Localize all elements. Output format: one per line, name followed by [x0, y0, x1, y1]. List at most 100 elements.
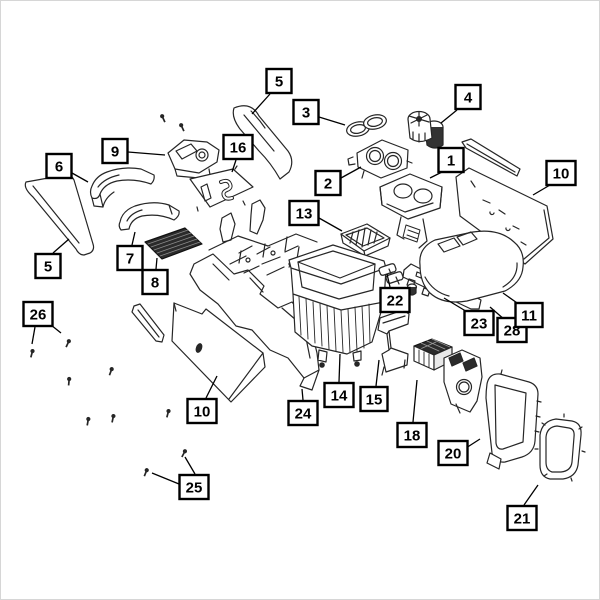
leader-line: [155, 257, 158, 270]
callout-18[interactable]: 18: [396, 421, 428, 449]
part-drawing-cupholder-assembly: [379, 173, 443, 249]
callout-box[interactable]: [287, 399, 319, 427]
callout-2[interactable]: 2: [314, 169, 342, 197]
callout-25[interactable]: 25: [178, 473, 210, 501]
part-drawing-side-panel-left: [171, 302, 266, 403]
part-drawing-coin-rings: [346, 114, 387, 137]
screw-fastener: [179, 123, 185, 132]
callout-number: 22: [387, 292, 404, 309]
leader-line: [375, 359, 380, 387]
screw-fastener: [65, 339, 71, 348]
callout-number: 10: [194, 403, 211, 420]
leader-line: [318, 116, 346, 126]
part-drawing-cup-inserts: [407, 110, 444, 149]
callout-number: 24: [295, 405, 312, 422]
callout-5[interactable]: 5: [265, 67, 293, 95]
part-drawing-side-panel-right: [455, 167, 554, 265]
screw-fastener: [67, 376, 72, 386]
callout-number: 8: [151, 274, 159, 291]
part-drawing-console-carrier: [208, 199, 387, 368]
part-drawing-bin-bezel: [89, 167, 155, 208]
leader-line: [127, 151, 166, 156]
callout-number: 6: [55, 158, 63, 175]
callout-1[interactable]: 1: [437, 146, 465, 174]
callout-box[interactable]: [437, 439, 469, 467]
callout-number: 2: [324, 175, 332, 192]
part-drawing-vent-panel: [443, 349, 483, 414]
callout-box[interactable]: [359, 385, 389, 413]
callout-22[interactable]: 22: [379, 286, 411, 314]
leader-line: [205, 375, 218, 399]
callout-number: 5: [44, 258, 52, 275]
screw-fastener: [111, 413, 116, 423]
callout-box[interactable]: [222, 133, 254, 161]
callout-5[interactable]: 5: [34, 252, 62, 280]
callout-11[interactable]: 11: [514, 301, 544, 329]
callout-number: 16: [230, 139, 247, 156]
callout-number: 13: [296, 205, 313, 222]
callout-16[interactable]: 16: [222, 133, 254, 161]
callout-23[interactable]: 23: [463, 309, 495, 337]
callout-box[interactable]: [379, 286, 411, 314]
callout-box[interactable]: [22, 300, 54, 328]
callout-13[interactable]: 13: [288, 199, 320, 227]
callout-box[interactable]: [396, 421, 428, 449]
leader-line: [532, 184, 551, 196]
callout-box[interactable]: [514, 301, 544, 329]
leader-line: [318, 217, 343, 232]
callout-box[interactable]: [101, 137, 129, 165]
callout-box[interactable]: [314, 169, 342, 197]
callout-box[interactable]: [496, 316, 528, 344]
part-drawing-support-bracket: [377, 309, 410, 376]
part-drawing-cupholder-insert: [347, 139, 413, 179]
callout-15[interactable]: 15: [359, 385, 389, 413]
leader-line: [301, 388, 304, 401]
callout-24[interactable]: 24: [287, 399, 319, 427]
callout-box[interactable]: [323, 381, 355, 409]
callout-box[interactable]: [545, 159, 577, 187]
callout-8[interactable]: 8: [141, 268, 169, 296]
callout-number: 11: [521, 307, 537, 324]
callout-3[interactable]: 3: [292, 98, 320, 126]
part-drawing-armrest-lid: [419, 230, 524, 303]
leader-line: [338, 353, 341, 383]
callout-box[interactable]: [178, 473, 210, 501]
leader-line: [131, 231, 136, 246]
callout-box[interactable]: [437, 146, 465, 174]
callout-21[interactable]: 21: [506, 504, 538, 532]
callout-10[interactable]: 10: [186, 397, 218, 425]
callout-box[interactable]: [186, 397, 218, 425]
callout-10[interactable]: 10: [545, 159, 577, 187]
callout-number: 3: [302, 104, 310, 121]
callout-6[interactable]: 6: [45, 152, 73, 180]
callout-box[interactable]: [292, 98, 320, 126]
callout-box[interactable]: [288, 199, 320, 227]
leader-line: [251, 93, 271, 115]
callout-box[interactable]: [141, 268, 169, 296]
callout-number: 25: [186, 479, 203, 496]
callout-box[interactable]: [454, 83, 482, 111]
callout-box[interactable]: [45, 152, 73, 180]
callout-box[interactable]: [463, 309, 495, 337]
leader-line: [340, 166, 362, 179]
callout-box[interactable]: [265, 67, 293, 95]
screw-fastener: [143, 468, 149, 477]
callout-4[interactable]: 4: [454, 83, 482, 111]
callout-20[interactable]: 20: [437, 439, 469, 467]
callout-number: 9: [111, 143, 119, 160]
part-drawing-rubber-mat: [144, 227, 203, 260]
callout-box[interactable]: [116, 244, 144, 272]
part-drawing-shifter-bezel: [167, 139, 220, 179]
callout-box[interactable]: [34, 252, 62, 280]
callout-9[interactable]: 9: [101, 137, 129, 165]
screw-fastener: [108, 367, 114, 376]
callout-26[interactable]: 26: [22, 300, 54, 328]
callout-14[interactable]: 14: [323, 381, 355, 409]
callout-box[interactable]: [506, 504, 538, 532]
part-drawing-liner-bezel: [118, 202, 180, 231]
callout-7[interactable]: 7: [116, 244, 144, 272]
screw-fastener: [86, 416, 91, 426]
